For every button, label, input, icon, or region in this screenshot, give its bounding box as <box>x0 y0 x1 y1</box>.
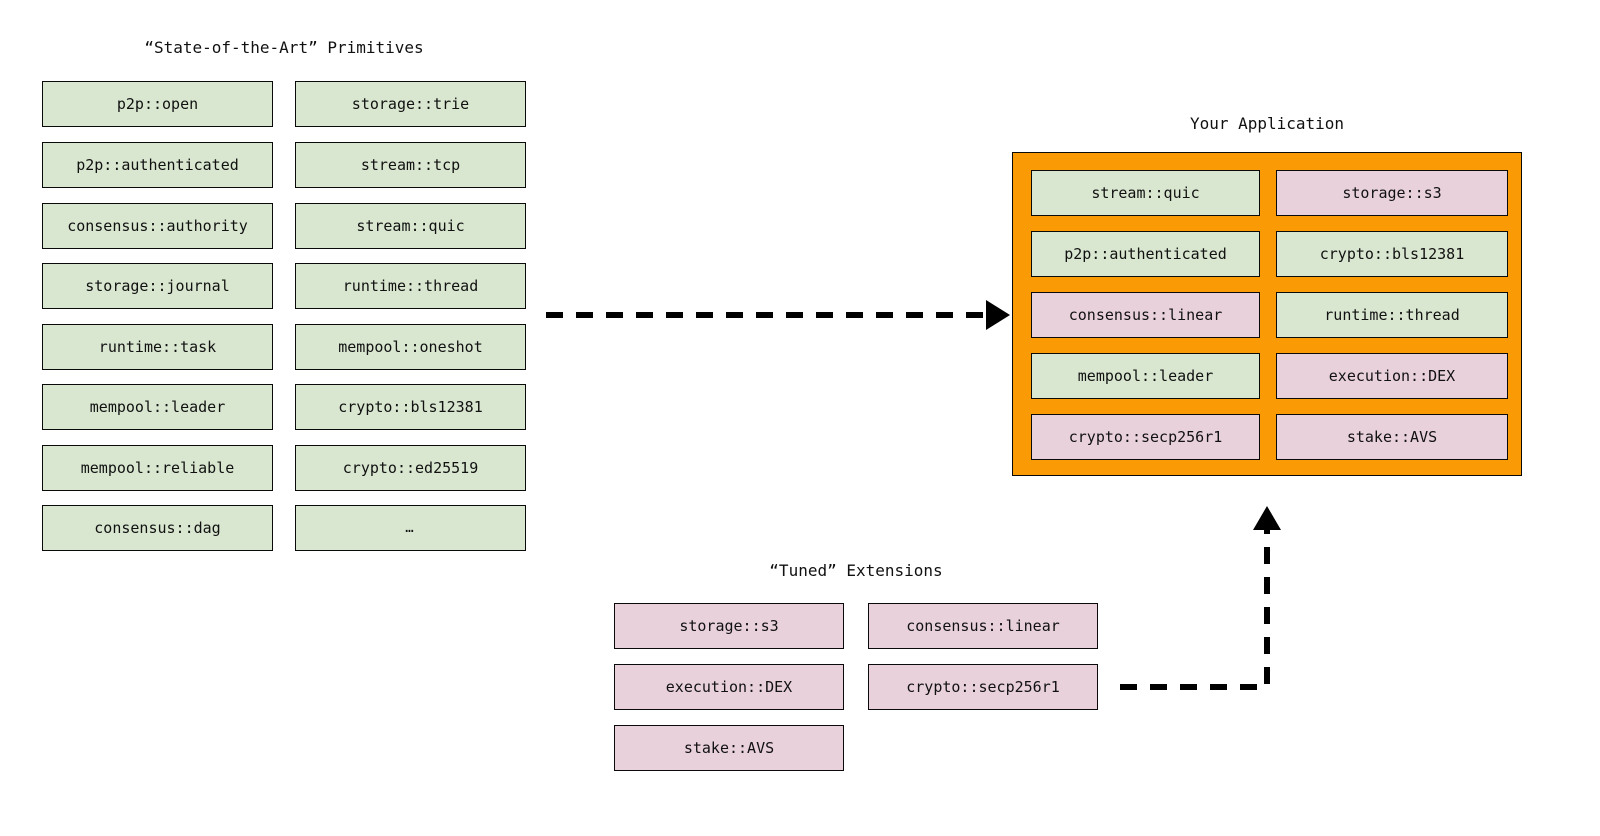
application-chip-label: storage::s3 <box>1342 183 1442 202</box>
primitive-chip-label: crypto::bls12381 <box>338 397 483 416</box>
application-title: Your Application <box>1189 114 1345 133</box>
primitive-chip-label: stream::tcp <box>360 155 461 174</box>
extension-chip: crypto::secp256r1 <box>868 664 1098 710</box>
primitive-chip-label: mempool::leader <box>89 397 226 416</box>
primitive-chip-label: crypto::ed25519 <box>342 458 479 477</box>
application-chip: storage::s3 <box>1276 170 1508 216</box>
application-chip-label: stake::AVS <box>1346 427 1438 446</box>
extension-chip: consensus::linear <box>868 603 1098 649</box>
extension-chip: execution::DEX <box>614 664 844 710</box>
arrow-primitives-to-application <box>546 300 1010 330</box>
extension-chip: stake::AVS <box>614 725 844 771</box>
primitive-chip-label: storage::journal <box>85 276 230 295</box>
application-chip-label: crypto::bls12381 <box>1319 244 1465 263</box>
primitive-chip-label: mempool::oneshot <box>338 337 483 356</box>
primitive-chip-label: p2p::open <box>116 94 199 113</box>
application-chip-label: consensus::linear <box>1068 305 1223 324</box>
primitive-chip: crypto::bls12381 <box>295 384 526 430</box>
primitive-chip-label: … <box>405 520 416 536</box>
primitive-chip: consensus::authority <box>42 203 273 249</box>
primitive-chip: stream::quic <box>295 203 526 249</box>
arrow-extensions-to-application <box>1120 506 1281 690</box>
extension-chip-label: execution::DEX <box>665 677 793 696</box>
extension-chip-label: stake::AVS <box>683 738 775 757</box>
extension-chip-label: consensus::linear <box>906 616 1060 635</box>
application-chip-label: mempool::leader <box>1077 366 1214 385</box>
primitive-chip-label: stream::quic <box>356 216 465 235</box>
application-chip: crypto::secp256r1 <box>1031 414 1260 460</box>
application-chip-label: runtime::thread <box>1324 305 1460 324</box>
primitive-chip: crypto::ed25519 <box>295 445 526 491</box>
application-chip-label: p2p::authenticated <box>1064 244 1227 263</box>
primitive-chip: runtime::task <box>42 324 273 370</box>
application-chip-label: execution::DEX <box>1328 366 1456 385</box>
extension-chip-label: crypto::secp256r1 <box>906 677 1060 696</box>
primitive-chip-label: runtime::thread <box>342 276 479 295</box>
primitive-chip-label: runtime::task <box>98 337 217 356</box>
extension-chip: storage::s3 <box>614 603 844 649</box>
application-chip: stream::quic <box>1031 170 1260 216</box>
primitives-title: “State-of-the-Art” Primitives <box>144 38 424 57</box>
extension-chip-label: storage::s3 <box>679 616 779 635</box>
primitive-chip: runtime::thread <box>295 263 526 309</box>
extensions-title: “Tuned” Extensions <box>769 561 943 580</box>
application-chip: crypto::bls12381 <box>1276 231 1508 277</box>
application-chip: consensus::linear <box>1031 292 1260 338</box>
application-chip: mempool::leader <box>1031 353 1260 399</box>
primitive-chip: p2p::open <box>42 81 273 127</box>
primitive-chip: mempool::oneshot <box>295 324 526 370</box>
primitive-chip-ellipsis: … <box>295 505 526 551</box>
primitive-chip: storage::trie <box>295 81 526 127</box>
primitive-chip-label: consensus::dag <box>94 518 221 537</box>
application-chip: runtime::thread <box>1276 292 1508 338</box>
primitive-chip: mempool::reliable <box>42 445 273 491</box>
primitive-chip-label: mempool::reliable <box>80 458 235 477</box>
primitive-chip: storage::journal <box>42 263 273 309</box>
primitive-chip: mempool::leader <box>42 384 273 430</box>
application-chip-label: stream::quic <box>1091 183 1200 202</box>
application-chip: execution::DEX <box>1276 353 1508 399</box>
application-chip: p2p::authenticated <box>1031 231 1260 277</box>
application-chip-label: crypto::secp256r1 <box>1068 427 1223 446</box>
primitive-chip: p2p::authenticated <box>42 142 273 188</box>
application-chip: stake::AVS <box>1276 414 1508 460</box>
primitive-chip-label: consensus::authority <box>67 216 248 235</box>
primitive-chip-label: storage::trie <box>351 94 470 113</box>
primitive-chip: consensus::dag <box>42 505 273 551</box>
primitive-chip-label: p2p::authenticated <box>76 155 239 174</box>
primitive-chip: stream::tcp <box>295 142 526 188</box>
